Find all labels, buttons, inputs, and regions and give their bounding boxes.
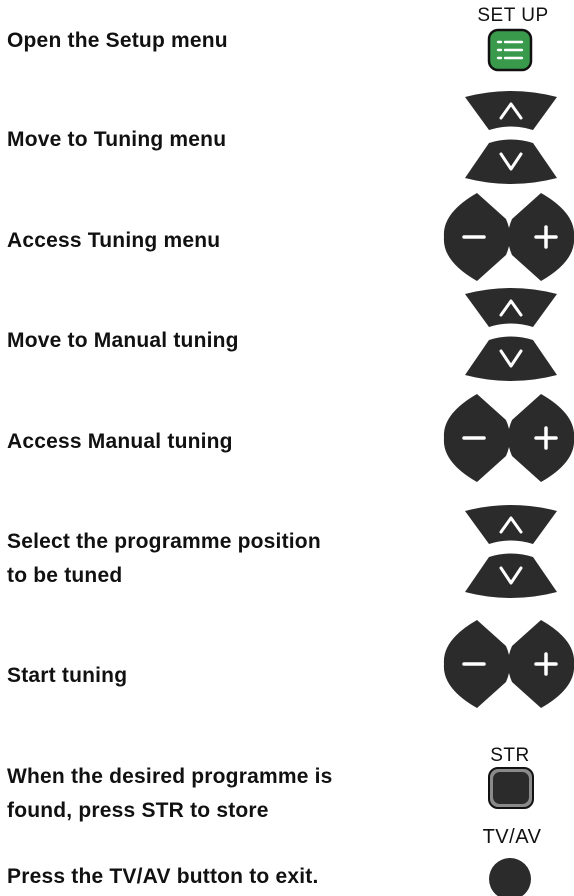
step-4-text: Move to Manual tuning [7, 324, 239, 358]
setup-label: SET UP [477, 5, 549, 26]
minus-plus-pad-1[interactable] [443, 191, 574, 283]
step-3-text: Access Tuning menu [7, 224, 220, 258]
step-9-text: Press the TV/AV button to exit. [7, 860, 319, 894]
down-arrow-icon [499, 152, 523, 171]
str-label: STR [490, 745, 530, 766]
str-button[interactable] [487, 766, 535, 810]
up-down-pad-3[interactable] [463, 505, 559, 601]
minus-plus-pad-2[interactable] [443, 392, 574, 484]
up-down-pad-1[interactable] [463, 91, 559, 187]
minus-button[interactable] [443, 620, 510, 708]
up-arrow-button[interactable] [465, 288, 557, 327]
step-8-line-1: When the desired programme is [7, 765, 333, 788]
down-arrow-button[interactable] [465, 139, 557, 185]
up-arrow-icon [499, 299, 523, 317]
up-arrow-button[interactable] [465, 91, 557, 130]
step-4-line-1: Move to Manual tuning [7, 329, 239, 352]
minus-plus-pad-3[interactable] [443, 618, 574, 710]
plus-button[interactable] [508, 620, 574, 708]
tvav-label: TV/AV [482, 826, 542, 848]
plus-button[interactable] [508, 193, 574, 281]
minus-button[interactable] [443, 193, 510, 281]
plus-button[interactable] [508, 394, 574, 482]
step-2-line-1: Move to Tuning menu [7, 128, 227, 151]
setup-button[interactable] [487, 28, 533, 72]
step-8-text: When the desired programme is found, pre… [7, 760, 333, 828]
up-down-pad-2[interactable] [463, 288, 559, 384]
list-menu-icon [496, 40, 524, 60]
step-7-text: Start tuning [7, 659, 127, 693]
step-9-line-1: Press the TV/AV button to exit. [7, 865, 319, 888]
step-5-line-1: Access Manual tuning [7, 430, 233, 453]
step-6-text: Select the programme position to be tune… [7, 525, 321, 593]
tvav-button[interactable] [487, 856, 533, 896]
down-arrow-icon [499, 349, 523, 368]
plus-icon [534, 652, 558, 676]
step-2-text: Move to Tuning menu [7, 123, 226, 157]
step-1-line-1: Open the Setup menu [7, 29, 228, 52]
step-7-line-1: Start tuning [7, 664, 128, 687]
step-1-text: Open the Setup menu [7, 24, 228, 58]
up-arrow-icon [499, 102, 523, 120]
step-5-text: Access Manual tuning [7, 425, 233, 459]
step-3-line-1: Access Tuning menu [7, 229, 221, 252]
plus-icon [534, 426, 558, 450]
minus-button[interactable] [443, 394, 510, 482]
step-6-line-2: to be tuned [7, 564, 123, 587]
down-arrow-button[interactable] [465, 336, 557, 382]
down-arrow-icon [499, 566, 523, 585]
down-arrow-button[interactable] [465, 553, 557, 599]
plus-icon [534, 225, 558, 249]
up-arrow-icon [499, 516, 523, 534]
step-8-line-2: found, press STR to store [7, 799, 269, 822]
step-6-line-1: Select the programme position [7, 530, 321, 553]
up-arrow-button[interactable] [465, 505, 557, 544]
